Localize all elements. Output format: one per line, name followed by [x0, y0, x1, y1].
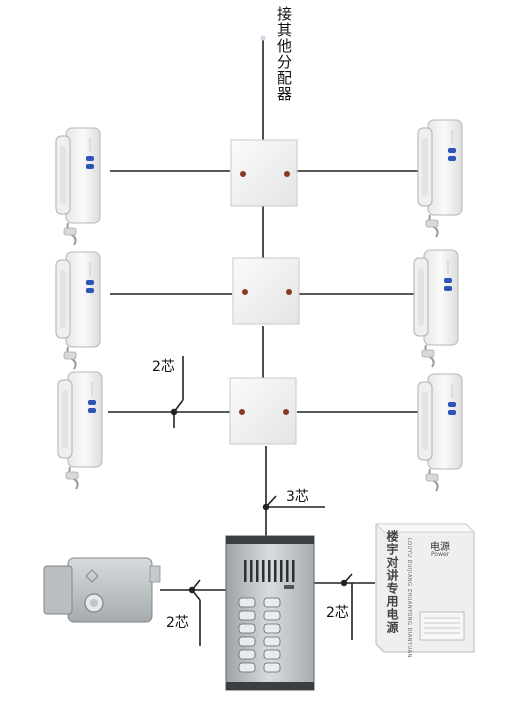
power-supply-box	[375, 523, 475, 653]
keypad-button	[238, 636, 256, 647]
keypad-button	[238, 610, 256, 621]
handset-row1-left	[55, 127, 101, 246]
power-supply-subtitle: Power	[431, 551, 450, 558]
wire-junctions	[170, 408, 348, 594]
keypad-button	[238, 662, 256, 673]
distributor-box-3	[229, 377, 297, 445]
wire-label-handset-branch: 2芯	[152, 359, 175, 375]
handset-row2-right	[413, 249, 459, 368]
electric-lock	[43, 557, 161, 623]
door-station-panel	[225, 535, 315, 691]
handset-row1-right	[417, 119, 463, 238]
power-spec-plate	[419, 611, 465, 641]
keypad-button	[263, 623, 281, 634]
handset-row2-left	[55, 251, 101, 370]
top-distributor-label: 接其他分配器	[275, 6, 293, 102]
wire-label-lock: 2芯	[166, 615, 189, 631]
keypad-button	[238, 649, 256, 660]
distributor-box-2	[232, 257, 300, 325]
keypad-button	[238, 623, 256, 634]
power-supply-name-cn: 楼宇对讲专用电源	[385, 530, 399, 634]
door-station-keypad	[238, 597, 281, 673]
keypad-button	[238, 597, 256, 608]
keypad-button	[263, 649, 281, 660]
keypad-button	[263, 610, 281, 621]
wire-label-power: 2芯	[326, 605, 349, 621]
keypad-button	[263, 597, 281, 608]
wires	[108, 38, 420, 646]
trunk-terminal-dot	[260, 35, 266, 41]
keypad-button	[263, 636, 281, 647]
power-supply-title: 电源	[430, 542, 450, 553]
speaker-grille	[244, 560, 295, 582]
distributors	[229, 139, 300, 445]
wire-label-main-trunk: 3芯	[286, 489, 309, 505]
handset-row3-right	[417, 373, 463, 492]
keypad-button	[263, 662, 281, 673]
handset-row3-left	[57, 371, 103, 490]
power-supply-name-pinyin: LOUYU DUIJIANG ZHUANYONG DIANYUAN	[406, 538, 412, 658]
distributor-box-1	[230, 139, 298, 207]
